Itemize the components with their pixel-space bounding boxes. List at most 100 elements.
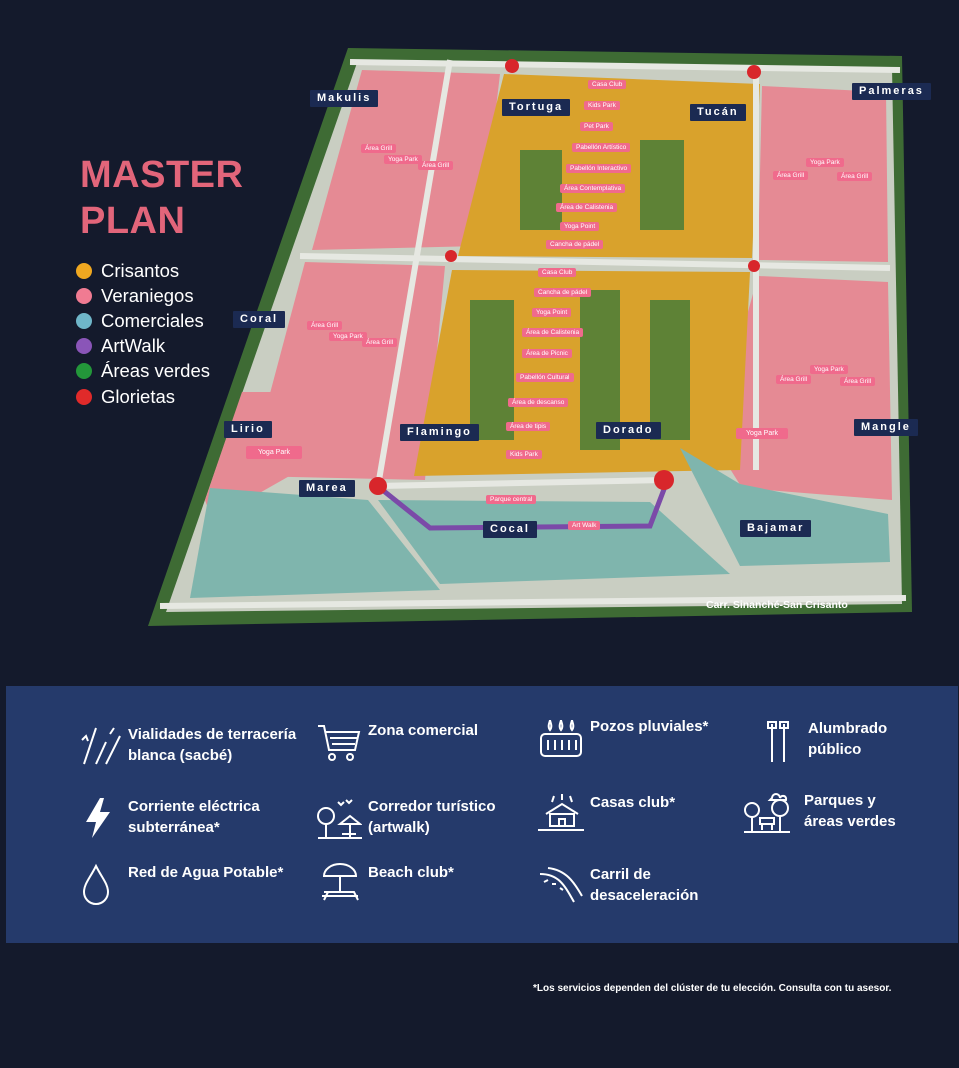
shopping-cart-icon [316,720,362,764]
green-strip [650,300,690,440]
amenity-label: Área Grill [776,375,812,384]
service-item: Corriente eléctrica subterránea* [76,796,260,840]
zone-label-mangle: Mangle [854,419,918,436]
amenity-label: Área Grill [418,161,454,170]
services-panel [6,686,958,943]
legend-item-glorietas: Glorietas [76,384,210,409]
clubhouse-icon [538,792,584,836]
zone-label-palmeras: Palmeras [852,83,931,100]
deceleration-lane-icon [538,864,584,908]
amenity-label: Casa Club [588,80,627,89]
legend-item-comerciales: Comerciales [76,308,210,333]
glorieta-dorado [654,470,674,490]
amenity-label: Área Grill [361,144,397,153]
service-item: Corredor turístico (artwalk) [316,796,496,840]
zone-label-makulis: Makulis [310,90,379,107]
service-label: Parques y áreas verdes [804,792,896,830]
zone-label-bajamar: Bajamar [740,520,812,537]
amenity-label: Área Contemplativa [560,184,626,193]
amenity-label: Yoga Park [246,446,303,459]
amenity-label: Área de Calistenia [522,328,584,337]
zone-label-cocal: Cocal [483,521,537,538]
legend-item-crisantos: Crisantos [76,258,210,283]
service-label: Corredor turístico (artwalk) [368,798,496,836]
service-item: Zona comercial [316,720,478,764]
title-line-1: MASTER [80,154,244,196]
street-lamp-icon [756,718,802,762]
legend-dot-icon [76,287,92,304]
legend-item-veraniegos: Veraniegos [76,283,210,308]
glorieta [748,260,760,272]
zone-label-marea: Marea [299,480,355,497]
road-lines-icon [76,724,122,768]
amenity-label: Art Walk [568,521,601,530]
legend-label: ArtWalk [101,335,166,357]
service-label: Alumbrado público [808,720,888,758]
service-item: Beach club* [316,862,454,906]
service-item: Casas club* [538,792,675,836]
amenity-label: Área Grill [840,377,876,386]
green-strip [520,150,562,230]
amenity-label: Área Grill [773,171,809,180]
artwalk-path [378,483,669,531]
service-item: Alumbrado público [756,718,887,762]
amenity-label: Kids Park [584,101,620,110]
service-label: Pozos pluviales* [590,718,709,735]
legend-dot-icon [76,312,92,329]
glorieta [505,59,519,73]
zone-comercial-right [680,448,890,566]
zone-label-tucan: Tucán [690,104,746,121]
amenity-label: Área de tipis [506,422,551,431]
service-label: Carril de desaceleración [590,866,699,904]
zone-label-dorado: Dorado [596,422,661,439]
glorieta [747,65,761,79]
zone-comercial-center [378,500,730,584]
green-strip [470,300,514,440]
zone-label-lirio: Lirio [224,421,272,438]
legend-dot-icon [76,388,92,405]
legend-item-artwalk: ArtWalk [76,334,210,359]
amenity-label: Casa Club [538,268,577,277]
amenity-label: Área Grill [362,338,398,347]
service-item: Carril de desaceleración [538,864,698,908]
service-item: Red de Agua Potable* [76,862,283,906]
legend-label: Glorietas [101,385,176,407]
amenity-label: Pet Park [580,122,613,131]
amenity-label: Yoga Park [810,365,848,374]
legend-dot-icon [76,363,92,380]
beach-umbrella-icon [316,862,362,906]
legend-dot-icon [76,338,92,355]
legend-label: Áreas verdes [101,360,210,382]
glorieta [445,250,457,262]
legend-dot-icon [76,262,92,279]
map-legend: Crisantos Veraniegos Comerciales ArtWalk… [76,258,210,409]
amenity-label: Pabellón Artístico [572,143,631,152]
legend-item-areas-verdes: Áreas verdes [76,359,210,384]
service-label: Vialidades de terracería blanca (sacbé) [128,726,297,764]
glorieta-marea [369,477,387,495]
service-item: Parques y áreas verdes [736,790,896,834]
water-drop-icon [76,862,122,906]
service-label: Casas club* [590,794,676,811]
amenity-label: Área Grill [307,321,343,330]
amenity-label: Yoga Park [806,158,844,167]
amenity-label: Cancha de pádel [546,240,604,249]
zone-label-flamingo: Flamingo [400,424,479,441]
title-line-2: PLAN [80,200,186,242]
amenity-label: Área de Picnic [522,349,572,358]
green-strip [640,140,684,230]
amenity-label: Yoga Point [560,222,600,231]
legend-label: Comerciales [101,309,204,331]
zone-label-tortuga: Tortuga [502,99,571,116]
service-label: Corriente eléctrica subterránea* [128,798,260,836]
service-item: Pozos pluviales* [538,716,708,760]
legend-label: Crisantos [101,259,180,281]
amenity-label: Yoga Park [329,332,367,341]
service-item: Vialidades de terracería blanca (sacbé) [76,724,296,768]
service-label: Zona comercial [368,722,479,739]
service-label: Red de Agua Potable* [128,864,284,881]
park-icon [736,790,798,834]
rain-well-icon [538,716,584,760]
amenity-label: Parque central [486,495,537,504]
